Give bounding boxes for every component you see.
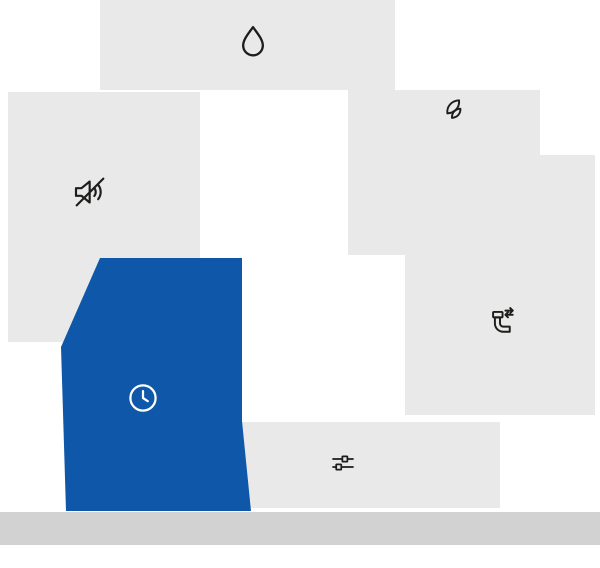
water-drop-icon	[233, 22, 273, 62]
tile-timer-highlight[interactable]	[61, 258, 251, 511]
speaker-muted-icon	[70, 172, 110, 212]
bottom-bar	[0, 512, 600, 545]
tile-hose-connection[interactable]	[405, 155, 595, 415]
leaf-icon	[437, 94, 473, 130]
tile-settings[interactable]	[210, 422, 500, 508]
clock-icon	[125, 380, 161, 416]
sliders-icon	[327, 447, 359, 479]
tile-water[interactable]	[100, 0, 395, 90]
hose-connection-icon	[482, 304, 518, 340]
